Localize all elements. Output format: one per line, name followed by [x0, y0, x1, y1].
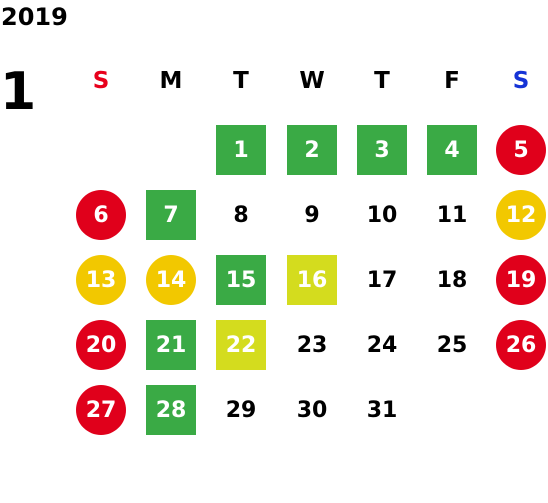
calendar-day[interactable]: 13 — [76, 255, 126, 305]
calendar-day[interactable]: 7 — [146, 190, 196, 240]
calendar-day[interactable]: 15 — [216, 255, 266, 305]
weekday-header: S — [512, 68, 530, 94]
calendar-day[interactable]: 18 — [436, 267, 468, 293]
calendar-day[interactable]: 19 — [496, 255, 546, 305]
calendar-day[interactable]: 22 — [216, 320, 266, 370]
weekday-header: W — [299, 68, 325, 94]
calendar-day[interactable]: 8 — [233, 202, 249, 228]
calendar-day[interactable]: 10 — [366, 202, 398, 228]
calendar-day[interactable]: 5 — [496, 125, 546, 175]
weekday-header: T — [233, 68, 249, 94]
calendar-day[interactable]: 11 — [436, 202, 468, 228]
calendar-day[interactable]: 14 — [146, 255, 196, 305]
weekday-header: F — [444, 68, 460, 94]
calendar-day[interactable]: 4 — [427, 125, 477, 175]
calendar-day[interactable]: 3 — [357, 125, 407, 175]
calendar-day[interactable]: 25 — [436, 332, 468, 358]
calendar-day[interactable]: 6 — [76, 190, 126, 240]
calendar-day[interactable]: 9 — [304, 202, 320, 228]
calendar-day[interactable]: 23 — [296, 332, 328, 358]
calendar-day[interactable]: 29 — [225, 397, 257, 423]
calendar-day[interactable]: 27 — [76, 385, 126, 435]
calendar-day[interactable]: 12 — [496, 190, 546, 240]
calendar-day[interactable]: 30 — [296, 397, 328, 423]
weekday-header: S — [92, 68, 110, 94]
calendar-day[interactable]: 26 — [496, 320, 546, 370]
weekday-header: T — [374, 68, 390, 94]
calendar-day[interactable]: 21 — [146, 320, 196, 370]
calendar-day[interactable]: 28 — [146, 385, 196, 435]
year-label: 2019 — [1, 3, 68, 31]
calendar-day[interactable]: 16 — [287, 255, 337, 305]
calendar-day[interactable]: 20 — [76, 320, 126, 370]
calendar-day[interactable]: 31 — [366, 397, 398, 423]
month-number: 1 — [0, 62, 37, 122]
calendar-day[interactable]: 1 — [216, 125, 266, 175]
calendar-day[interactable]: 17 — [366, 267, 398, 293]
calendar-day[interactable]: 24 — [366, 332, 398, 358]
calendar-day[interactable]: 2 — [287, 125, 337, 175]
weekday-header: M — [159, 68, 183, 94]
